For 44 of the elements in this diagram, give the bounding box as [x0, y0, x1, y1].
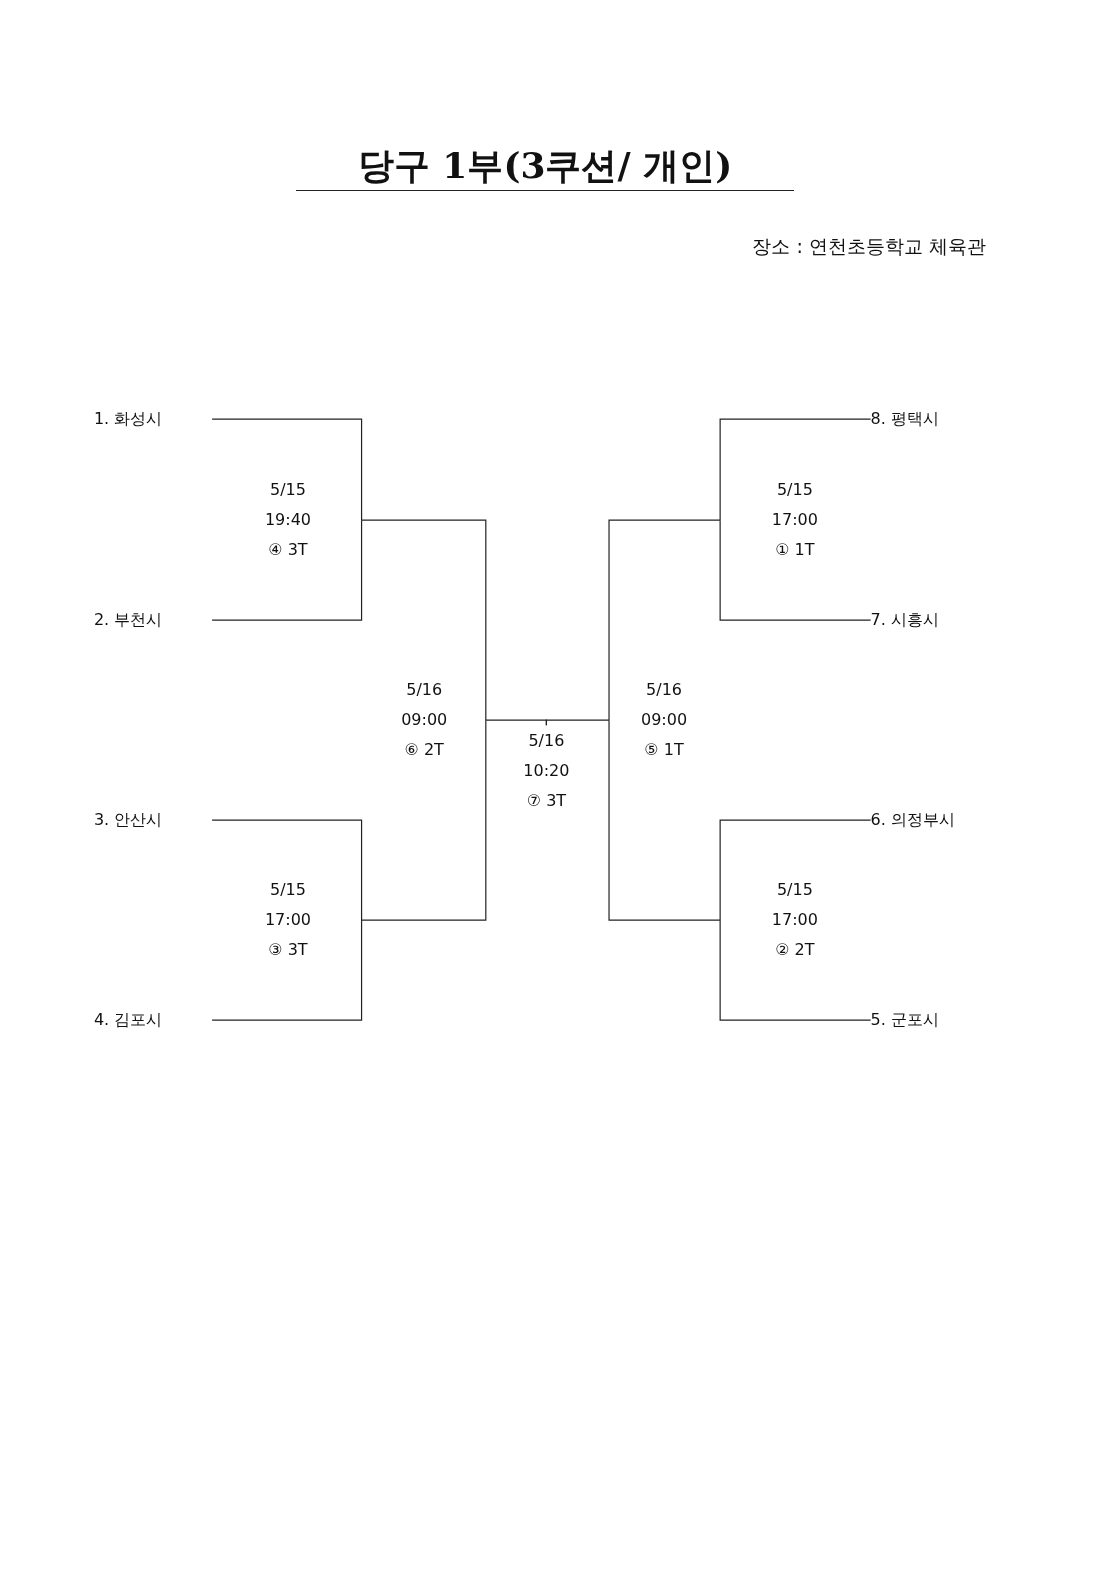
match-info: ⑤ 1T [644, 739, 684, 762]
bracket-line [545, 719, 610, 726]
bracket-line [211, 919, 363, 1021]
bracket-line [360, 519, 487, 721]
match-info: ⑦ 3T [526, 789, 567, 812]
team-name: 7. 시흥시 [870, 610, 940, 631]
match-info: 17:00 [264, 909, 311, 932]
team-name: 8. 평택시 [870, 409, 940, 430]
team-name: 3. 안산시 [93, 810, 164, 831]
match-info: 5/15 [269, 479, 306, 502]
match-info: 17:00 [771, 909, 818, 932]
bracket-line [608, 519, 721, 721]
match-info: ④ 3T [268, 539, 308, 562]
match-info: 09:00 [401, 709, 448, 732]
bracket-line [719, 418, 872, 521]
match-info: 5/15 [776, 479, 813, 502]
match-info: ③ 3T [268, 939, 308, 962]
match-info: 17:00 [771, 509, 818, 532]
match-info: ① 1T [775, 539, 815, 562]
match-info: ② 2T [775, 939, 815, 962]
match-info: 5/16 [646, 679, 682, 702]
bracket-line [211, 519, 363, 621]
match-info: 09:00 [641, 709, 688, 732]
team-name: 6. 의정부시 [870, 810, 956, 831]
bracket-line [719, 519, 872, 621]
bracket-line [719, 919, 872, 1021]
team-name: 5. 군포시 [870, 1010, 940, 1031]
match-info: 5/15 [776, 879, 813, 902]
team-name: 4. 김포시 [93, 1010, 164, 1031]
match-info: 5/16 [406, 679, 443, 702]
match-info: 5/15 [269, 879, 306, 902]
match-info: 5/16 [528, 729, 565, 752]
team-name: 1. 화성시 [93, 409, 164, 430]
bracket-line [719, 819, 872, 921]
bracket-line [211, 819, 363, 921]
bracket-line [360, 719, 487, 921]
title: 당구 1부(3쿠션/ 개인) [296, 140, 794, 191]
venue-label: 장소 : 연천초등학교 체육관 [752, 234, 986, 259]
match-info: 19:40 [264, 509, 311, 532]
bracket-line [211, 418, 363, 521]
match-info: ⑥ 2T [404, 739, 444, 762]
match-info: 10:20 [523, 759, 570, 782]
team-name: 2. 부천시 [93, 610, 164, 631]
bracket-line [608, 719, 721, 921]
